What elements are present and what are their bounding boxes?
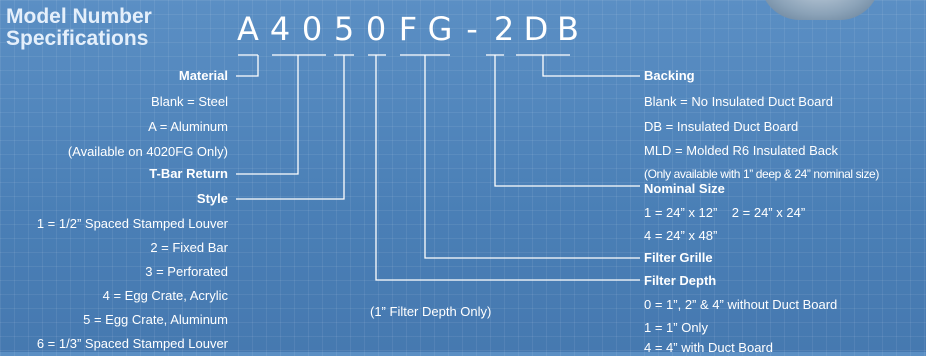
leader-backing [543,55,640,76]
filter-depth-label: Filter Depth [644,273,716,289]
leader-material [236,55,258,76]
style-item-3: 3 = Perforated [145,264,228,280]
material-item-2: A = Aluminum [148,119,228,135]
tbar-return-label: T-Bar Return [149,166,228,182]
backing-item-1: Blank = No Insulated Duct Board [644,94,833,110]
backing-item-3: MLD = Molded R6 Insulated Back [644,143,838,159]
filter-depth-item-1: 0 = 1”, 2” & 4” without Duct Board [644,297,837,313]
nominal-size-item-1: 1 = 24” x 12” 2 = 24” x 24” [644,205,805,221]
leader-filter-grille [425,55,640,258]
style-item-4: 4 = Egg Crate, Acrylic [103,288,228,304]
material-item-3: (Available on 4020FG Only) [68,144,228,160]
style-item-6: 6 = 1/3” Spaced Stamped Louver [37,336,228,352]
style-item-2: 2 = Fixed Bar [150,240,228,256]
leader-tbar [236,55,298,174]
backing-label: Backing [644,68,695,84]
filter-grille-label: Filter Grille [644,250,713,266]
style-item-5: 5 = Egg Crate, Aluminum [83,312,228,328]
filter-depth-item-3: 4 = 4” with Duct Board [644,340,773,356]
nominal-size-label: Nominal Size [644,181,725,197]
leader-filter-depth [376,55,640,280]
filter-depth-note: (1” Filter Depth Only) [370,304,491,320]
material-item-1: Blank = Steel [151,94,228,110]
material-label: Material [179,68,228,84]
nominal-size-item-2: 4 = 24” x 48” [644,228,717,244]
leader-nominal-size [495,55,640,186]
backing-item-4: (Only available with 1” deep & 24” nomin… [644,166,879,182]
backing-item-2: DB = Insulated Duct Board [644,119,798,135]
style-item-1: 1 = 1/2” Spaced Stamped Louver [37,216,228,232]
filter-depth-item-2: 1 = 1” Only [644,320,708,336]
style-label: Style [197,191,228,207]
